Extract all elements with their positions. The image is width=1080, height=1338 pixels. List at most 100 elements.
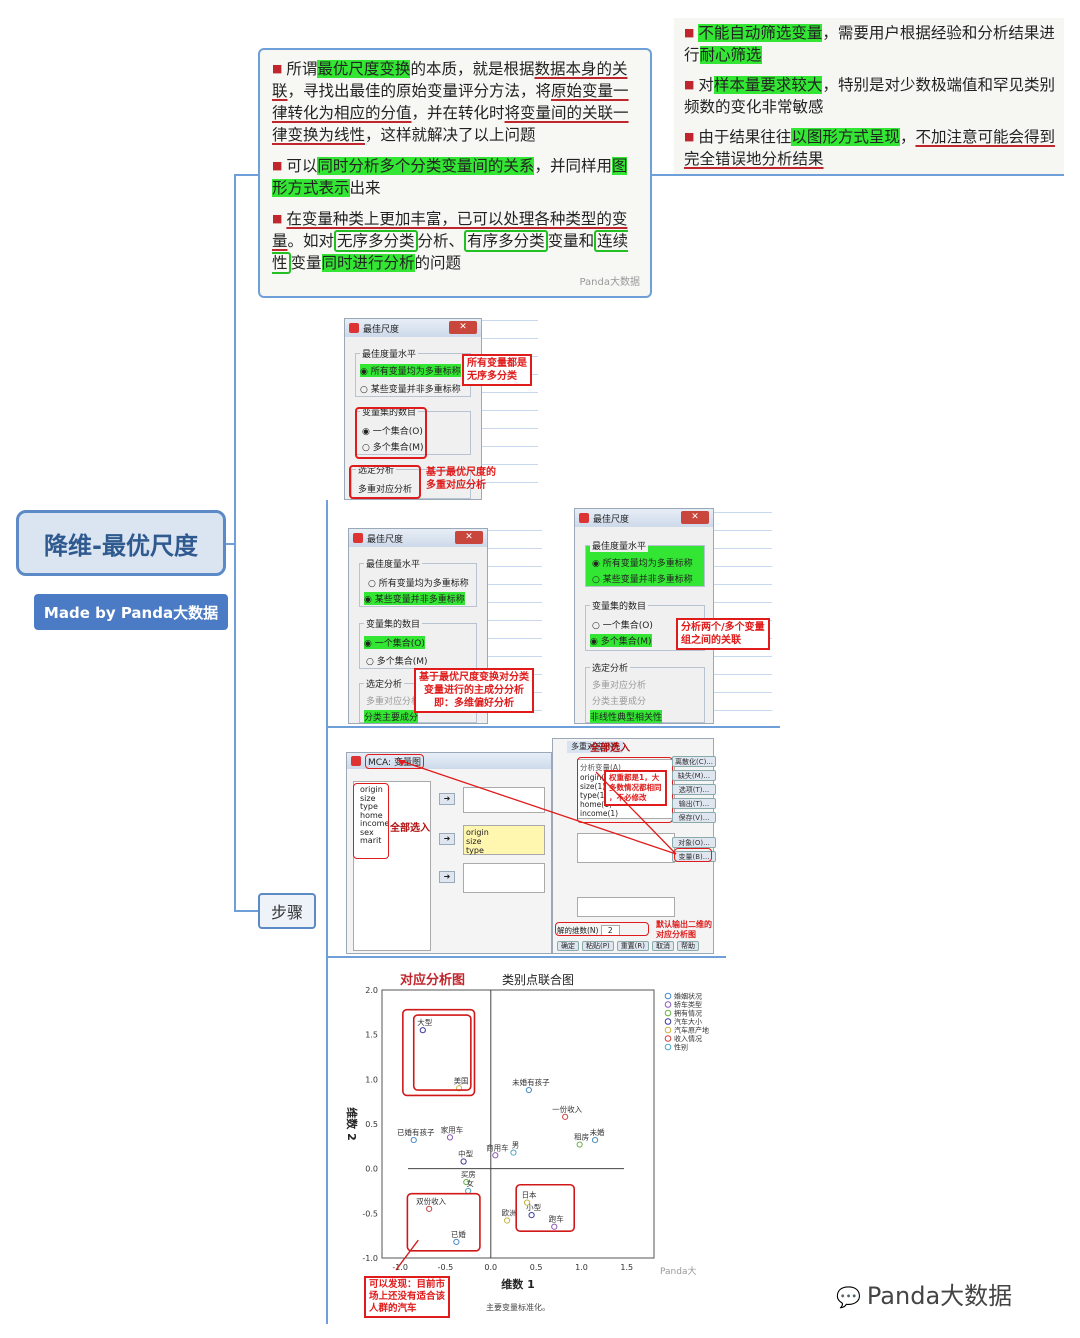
- data-label: 大型: [417, 1017, 432, 1027]
- radio-all-nominal[interactable]: ○ 所有变量均为多重标称: [368, 579, 469, 589]
- radio-all-nominal[interactable]: ◉ 所有变量均为多重标称: [592, 559, 693, 569]
- dialog-button[interactable]: 帮助: [677, 941, 700, 951]
- limit-point-3: ■由于结果往往以图形方式呈现，不加注意可能会得到完全错误地分析结果: [684, 128, 1055, 168]
- variable-item[interactable]: type: [360, 802, 378, 811]
- analysis-variable-item[interactable]: income(1): [580, 809, 619, 818]
- dialog-button[interactable]: 重置(R): [616, 941, 650, 951]
- close-button[interactable]: ✕: [449, 321, 477, 334]
- y-tick-label: 2.0: [365, 986, 378, 995]
- data-point: [426, 1205, 433, 1212]
- root-title: 降维-最优尺度: [44, 531, 198, 560]
- radio-one-set[interactable]: ◉ 一个集合(O): [362, 427, 423, 437]
- radio-some-nominal[interactable]: ○ 某些变量并非多重标称: [592, 575, 693, 585]
- made-by-badge: Made by Panda大数据: [34, 594, 228, 630]
- radio-one-set[interactable]: ○ 一个集合(O): [592, 621, 653, 631]
- highlight-box: [349, 465, 421, 499]
- side-button[interactable]: 保存(V)...: [672, 812, 716, 823]
- highlight-box: [355, 407, 427, 459]
- bullet-icon: ■: [684, 78, 695, 91]
- analysis-catpca[interactable]: 分类主要成分: [592, 697, 647, 707]
- root-node[interactable]: 降维-最优尺度: [16, 510, 226, 576]
- legend-marker: [664, 1009, 672, 1017]
- mindmap-trunk: [234, 174, 236, 911]
- x-tick-label: 0.5: [530, 1263, 543, 1272]
- wechat-icon: 💬: [836, 1285, 861, 1309]
- radio-some-nominal[interactable]: ○ 某些变量并非多重标称: [360, 385, 461, 395]
- side-button[interactable]: 选项(T)...: [672, 784, 716, 795]
- label-list[interactable]: [577, 897, 675, 917]
- analysis-mca[interactable]: 多重对应分析: [366, 697, 421, 707]
- variable-item[interactable]: marit: [360, 836, 382, 845]
- data-label: 一份收入: [552, 1104, 582, 1114]
- dialog-title-bar: 最佳尺度: [345, 319, 481, 337]
- data-point: [446, 1134, 454, 1141]
- dialog-button[interactable]: 确定: [557, 941, 579, 951]
- dialog-button[interactable]: 粘贴(P): [582, 941, 614, 951]
- radio-all-nominal[interactable]: ◉ 所有变量均为多重标称: [360, 364, 461, 377]
- radio-multi-set[interactable]: ○ 多个集合(M): [366, 657, 428, 667]
- radio-one-set[interactable]: ◉ 一个集合(O): [364, 636, 425, 649]
- target-list-3[interactable]: [463, 863, 545, 893]
- variable-item[interactable]: origin: [360, 785, 383, 794]
- limitations-card: ■不能自动筛选变量，需要用户根据经验和分析结果进行耐心筛选 ■对样本量要求较大，…: [674, 18, 1064, 174]
- step-node[interactable]: 步骤: [258, 893, 316, 929]
- y-tick-label: 0.0: [365, 1165, 378, 1174]
- level-group: 最佳度量水平 ◉ 所有变量均为多重标称 ○ 某些变量并非多重标称: [585, 539, 705, 587]
- analysis-variable-item[interactable]: origin(1): [580, 773, 612, 782]
- move-right-icon[interactable]: ➜: [439, 871, 455, 883]
- optimal-scaling-dialog-2: 最佳尺度 ✕ 最佳度量水平 ○ 所有变量均为多重标称 ◉ 某些变量并非多重标称 …: [348, 528, 488, 724]
- dialog-button[interactable]: 取消: [652, 941, 675, 951]
- side-button[interactable]: 输出(T)...: [672, 798, 716, 809]
- x-axis-label: 维数 1: [501, 1277, 534, 1291]
- highlight-box: [412, 1014, 472, 1091]
- radio-multi-set[interactable]: ○ 多个集合(M): [362, 443, 424, 453]
- radio-multi-set[interactable]: ◉ 多个集合(M): [590, 634, 652, 647]
- highlight-box: [353, 783, 389, 859]
- highlight-box: [674, 848, 712, 862]
- bullet-icon: ■: [272, 159, 283, 172]
- data-point: [492, 1152, 499, 1159]
- side-button[interactable]: 缺失(M)...: [672, 770, 716, 781]
- summary-point-2: ■可以同时分析多个分类变量间的关系，并同样用图形方式表示出来: [272, 157, 628, 197]
- variable-item[interactable]: size: [360, 793, 376, 803]
- variable-item[interactable]: income: [360, 819, 390, 828]
- variable-item[interactable]: sex: [360, 827, 374, 837]
- move-right-icon[interactable]: ➜: [439, 793, 455, 805]
- y-tick-label: -1.0: [362, 1254, 378, 1263]
- analysis-variable-item[interactable]: type(1): [580, 791, 608, 800]
- data-label: 跑车: [549, 1214, 564, 1224]
- variable-item[interactable]: home: [360, 810, 383, 820]
- radio-some-nominal[interactable]: ◉ 某些变量并非多重标称: [364, 592, 465, 605]
- target-list-1[interactable]: [463, 787, 545, 813]
- data-point: [591, 1136, 599, 1144]
- data-label: 中型: [458, 1149, 473, 1159]
- analysis-mca[interactable]: 多重对应分析: [592, 681, 647, 691]
- annotation-arrow: [395, 1239, 419, 1271]
- move-right-icon[interactable]: ➜: [439, 833, 455, 845]
- side-button[interactable]: 对象(O)...: [672, 837, 716, 848]
- side-button[interactable]: 离散化(C)...: [672, 756, 716, 767]
- analysis-catpca[interactable]: 分类主要成分: [364, 710, 419, 723]
- data-point: [576, 1141, 583, 1148]
- analysis-overals[interactable]: 非线性典型相关性: [590, 710, 663, 723]
- close-button[interactable]: ✕: [455, 531, 483, 544]
- data-point: [528, 1212, 535, 1219]
- branch-to-right-card: [652, 174, 1064, 176]
- dimension-field[interactable]: 解的维数(N) 2: [557, 925, 620, 936]
- close-button[interactable]: ✕: [681, 511, 709, 524]
- legend-label: 拥有情况: [674, 1009, 702, 1018]
- analysis-variable-item[interactable]: size(1): [580, 782, 606, 791]
- data-label: 家用车: [441, 1124, 464, 1134]
- bullet-icon: ■: [684, 130, 695, 143]
- arrow-overlay: [397, 759, 677, 855]
- summary-card: ■所谓最优尺度变换的本质，就是根据数据本身的关联，寻找出最佳的原始变量评分方法，…: [258, 48, 652, 298]
- legend-marker: [664, 1026, 672, 1034]
- analysis-variable-item[interactable]: home(1): [580, 800, 612, 809]
- data-point: [525, 1086, 532, 1094]
- analysis-mca[interactable]: 多重对应分析: [358, 485, 413, 495]
- annotation-catpca: 基于最优尺度变换对分类 变量进行的主成分分析 即：多维偏好分析: [414, 668, 534, 713]
- x-tick-label: -0.5: [438, 1263, 454, 1272]
